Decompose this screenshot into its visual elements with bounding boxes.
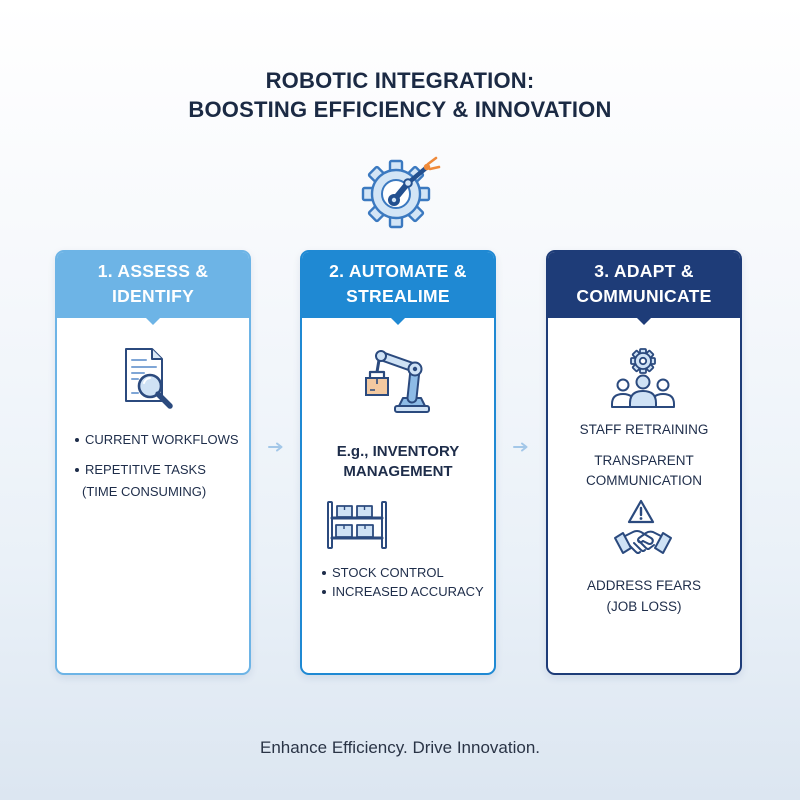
step-header-line-1: 3. ADAPT & [594, 261, 694, 281]
warning-handshake-icon [614, 499, 672, 554]
right-arrow-icon [268, 442, 283, 452]
header-pointer [637, 318, 651, 325]
example-label: E.g., INVENTORY MANAGEMENT [302, 442, 494, 482]
step-header-line-1: 2. AUTOMATE & [329, 261, 467, 281]
step-header-line-1: 1. ASSESS & [97, 261, 209, 281]
bullet-item: CURRENT WORKFLOWS [73, 431, 239, 449]
bullet-continuation: (TIME CONSUMING) [82, 484, 207, 499]
gear-robot-arm-icon [361, 156, 441, 229]
item-transparent-communication: TRANSPARENT COMMUNICATION [548, 451, 740, 491]
title-line-1: ROBOTIC INTEGRATION: [265, 68, 535, 93]
example-line-2: MANAGEMENT [343, 463, 453, 480]
step-header-line-2: IDENTIFY [111, 286, 195, 306]
bullet-item: REPETITIVE TASKS [73, 461, 206, 479]
note-address-fears: ADDRESS FEARS (JOB LOSS) [548, 575, 740, 617]
document-magnifier-icon [125, 348, 173, 409]
step-card-automate-streamline: 2. AUTOMATE & STREALIME E.g., INVENTORY … [300, 250, 496, 675]
title-line-2: BOOSTING EFFICIENCY & INNOVATION [188, 97, 612, 122]
bullet-item: STOCK CONTROL [320, 564, 444, 582]
right-arrow-icon [513, 442, 528, 452]
note-line: (JOB LOSS) [606, 599, 682, 614]
item-staff-retraining: STAFF RETRAINING [548, 421, 740, 439]
robot-arm-icon [365, 350, 430, 413]
step-card-adapt-communicate: 3. ADAPT & COMMUNICATE [546, 250, 742, 675]
footer-tagline: Enhance Efficiency. Drive Innovation. [259, 738, 541, 757]
page-title: ROBOTIC INTEGRATION: BOOSTING EFFICIENCY… [0, 66, 800, 124]
item-line: TRANSPARENT [594, 453, 694, 468]
step-header: 1. ASSESS & IDENTIFY [57, 252, 249, 318]
step-header: 2. AUTOMATE & STREALIME [302, 252, 494, 318]
step-header-line-2: COMMUNICATE [576, 286, 712, 306]
item-line: COMMUNICATION [586, 473, 702, 488]
header-pointer [391, 318, 405, 325]
header-pointer [146, 318, 160, 325]
step-header: 3. ADAPT & COMMUNICATE [548, 252, 740, 318]
warehouse-shelves-icon [327, 501, 387, 549]
step-card-assess-identify: 1. ASSESS & IDENTIFY CURRENT WORKFLOWS R… [55, 250, 251, 675]
note-line: ADDRESS FEARS [586, 578, 702, 593]
step-header-line-2: STREALIME [346, 286, 450, 306]
bullet-item: INCREASED ACCURACY [320, 583, 484, 601]
team-gear-icon [611, 348, 675, 408]
example-line-1: E.g., INVENTORY [336, 443, 460, 460]
item-line: STAFF RETRAINING [579, 422, 709, 437]
